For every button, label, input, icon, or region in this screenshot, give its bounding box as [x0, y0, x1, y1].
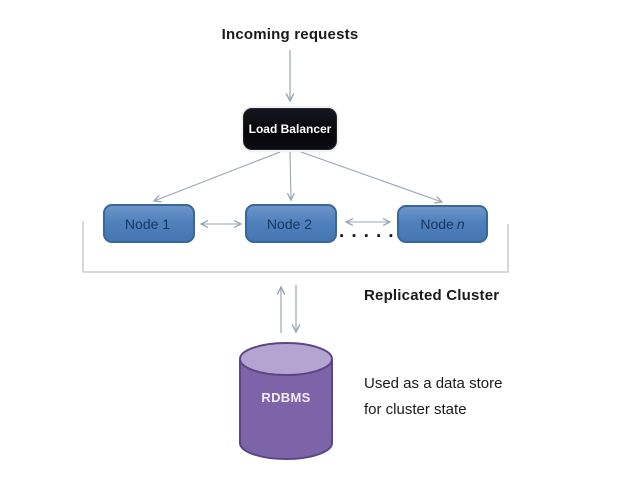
load-balancer-box: Load Balancer [243, 108, 337, 150]
lb-to-node2-arrow [286, 151, 295, 202]
node-1-label: Node 1 [124, 215, 171, 232]
datastore-caption: Used as a data store for cluster state [364, 371, 502, 423]
ellipsis-dots: ····· [339, 226, 401, 247]
lb-to-node1-arrow [152, 151, 281, 203]
replicated-cluster-label: Replicated Cluster [364, 287, 500, 304]
node-n-label: Node [420, 216, 454, 232]
datastore-caption-line2: for cluster state [364, 401, 467, 418]
node-2-label: Node 2 [266, 215, 313, 232]
rdbms-label: RDBMS [261, 390, 311, 405]
rdbms-cylinder [239, 342, 333, 460]
lb-to-noden-arrow [300, 151, 444, 204]
node-2-box: Node 2 [245, 204, 337, 243]
node-1-box: Node 1 [103, 204, 195, 243]
datastore-caption-line1: Used as a data store [364, 375, 503, 392]
cluster-bracket [82, 221, 509, 273]
load-balancer-label: Load Balancer [248, 122, 332, 136]
incoming-requests-label: Incoming requests [221, 26, 359, 43]
node-n-suffix: n [456, 216, 465, 232]
